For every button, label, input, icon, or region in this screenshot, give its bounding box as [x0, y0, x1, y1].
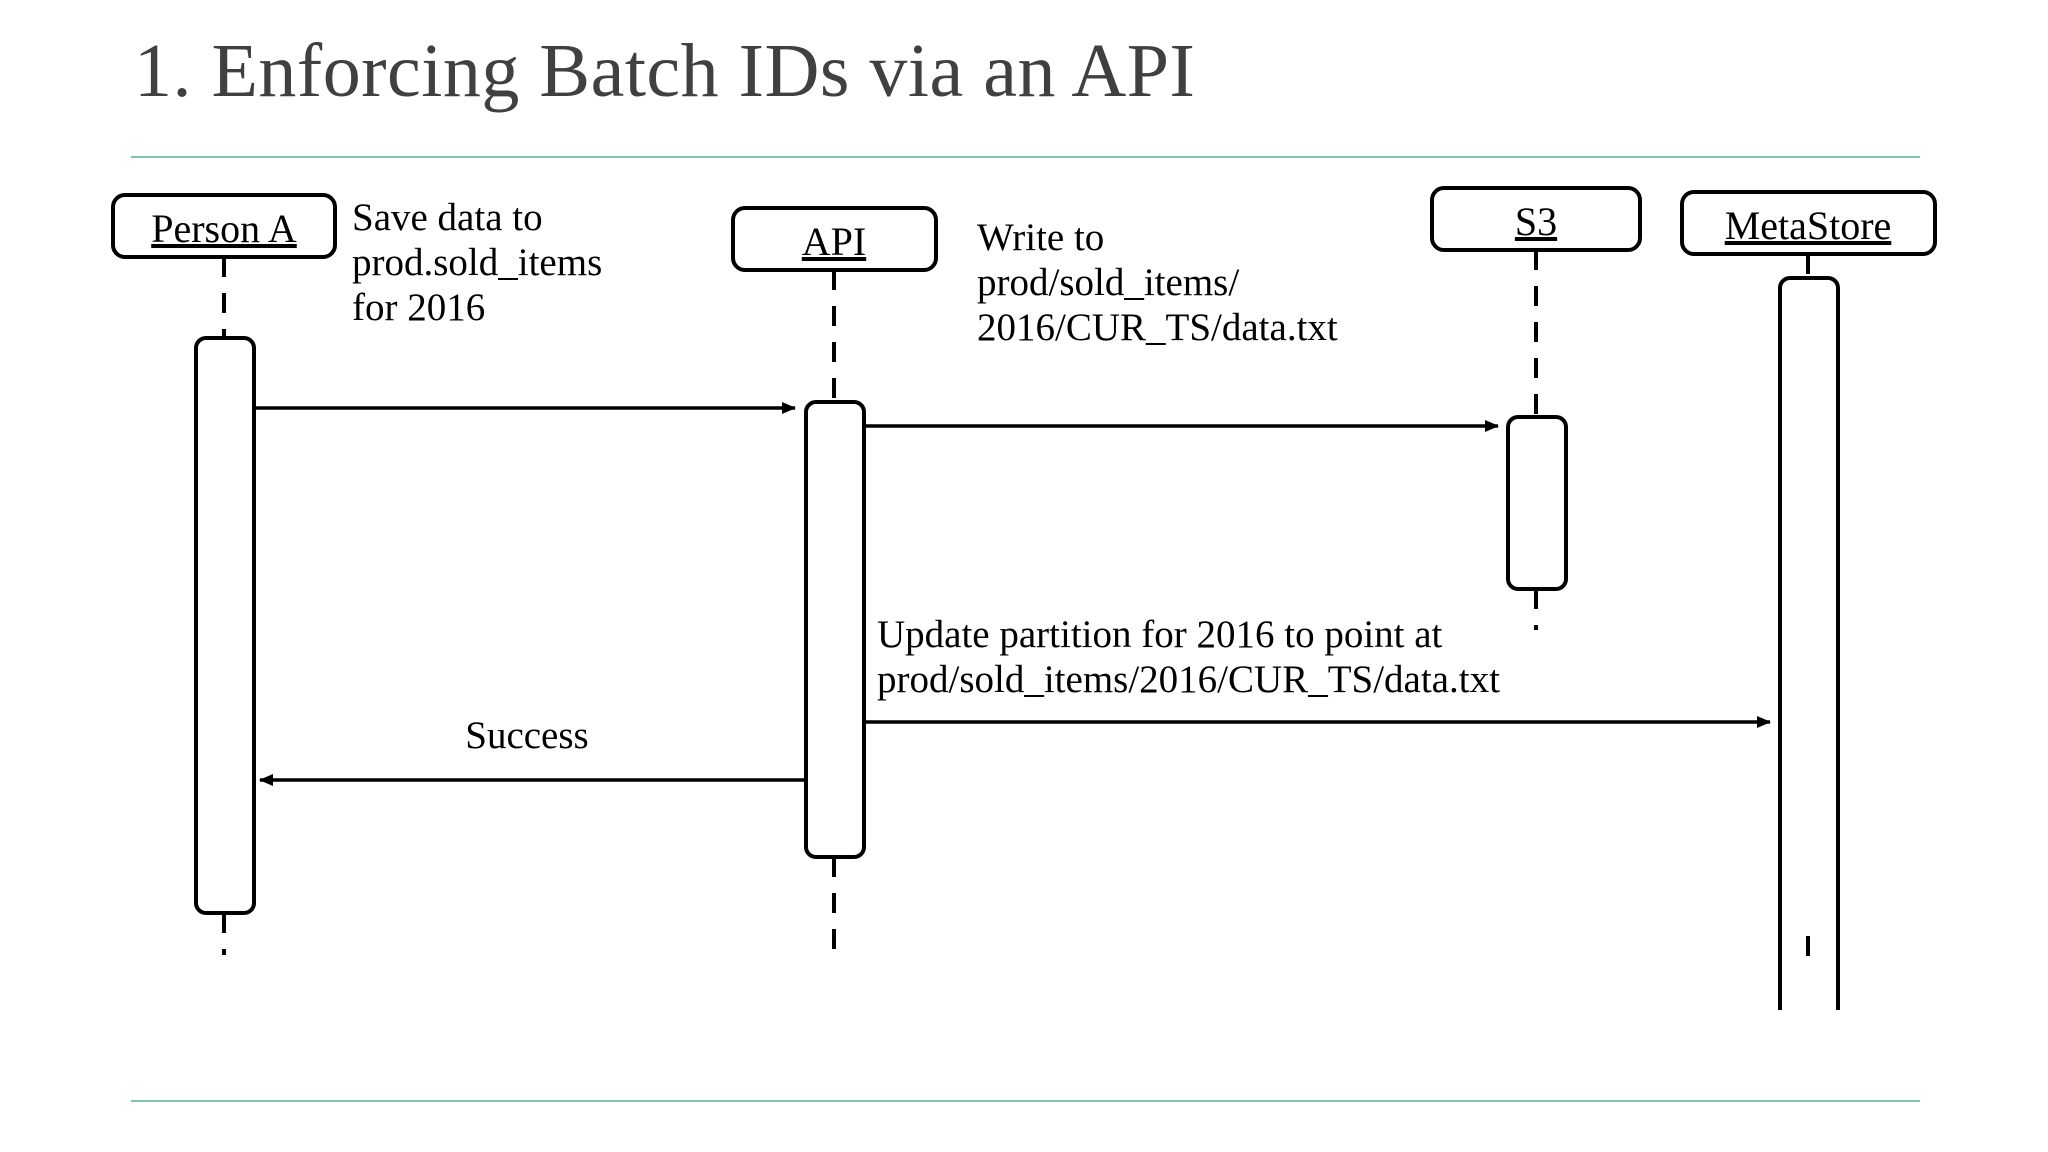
title-divider-top	[131, 156, 1920, 158]
message-label-write-to-s3-line-2: prod/sold_items/	[977, 261, 1239, 304]
footer-divider-bottom	[131, 1100, 1920, 1102]
participant-api[interactable]: API	[731, 206, 938, 950]
participant-label-api: API	[802, 219, 866, 264]
sequence-diagram: Person A API S3	[0, 180, 2048, 1010]
message-label-write-to-s3-line-1: Write to	[977, 216, 1104, 259]
page-title: 1. Enforcing Batch IDs via an API	[134, 29, 1196, 113]
participant-label-person-a: Person A	[151, 206, 297, 251]
message-save-data[interactable]: Save data to prod.sold_items for 2016	[254, 196, 796, 414]
message-label-save-data-line-2: prod.sold_items	[352, 241, 602, 284]
message-label-save-data-line-1: Save data to	[352, 196, 543, 239]
participant-label-s3: S3	[1515, 199, 1557, 244]
message-label-save-data-line-3: for 2016	[352, 286, 485, 329]
message-label-update-partition-line-2: prod/sold_items/2016/CUR_TS/data.txt	[877, 658, 1500, 701]
activation-bar-metastore	[1778, 276, 1840, 1010]
participant-s3[interactable]: S3	[1430, 186, 1642, 630]
participant-person-a[interactable]: Person A	[111, 193, 337, 955]
message-success[interactable]: Success	[259, 714, 806, 786]
activation-bar-s3	[1506, 415, 1568, 591]
message-label-update-partition-line-1: Update partition for 2016 to point at	[877, 613, 1443, 656]
message-write-to-s3[interactable]: Write to prod/sold_items/ 2016/CUR_TS/da…	[864, 216, 1499, 432]
participant-metastore[interactable]: MetaStore	[1680, 190, 1937, 1010]
message-label-success: Success	[465, 714, 588, 757]
message-label-write-to-s3-line-3: 2016/CUR_TS/data.txt	[977, 306, 1338, 349]
activation-bar-api	[804, 400, 866, 859]
activation-bar-person-a	[194, 336, 256, 915]
participant-label-metastore: MetaStore	[1725, 203, 1892, 248]
message-update-partition[interactable]: Update partition for 2016 to point at pr…	[864, 613, 1771, 728]
